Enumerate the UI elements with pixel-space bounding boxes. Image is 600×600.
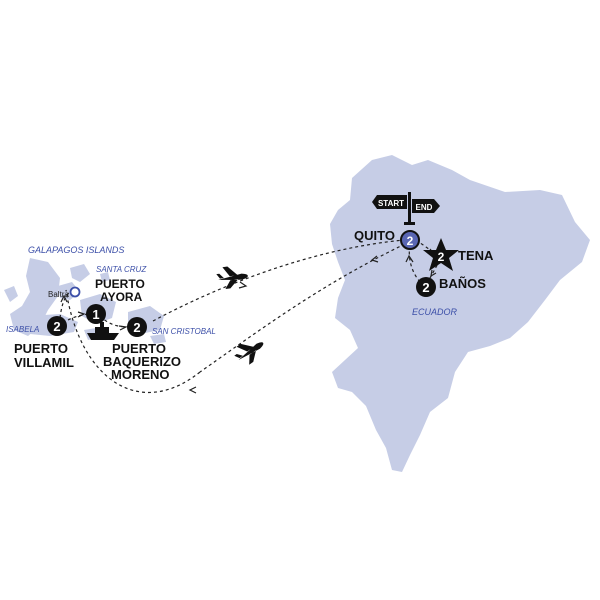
san-cristobal-label: SAN CRISTOBAL [152, 327, 216, 336]
tena-label: TENA [458, 248, 494, 263]
boat-icon [87, 322, 119, 340]
end-label: END [416, 203, 433, 212]
espanola-island [150, 334, 166, 344]
boat-chimney [100, 322, 104, 327]
nights-quito: 2 [407, 234, 414, 248]
signpost-icon: START END [372, 192, 440, 225]
plane-icon [216, 266, 248, 290]
ayora-label-1: PUERTO [95, 277, 145, 291]
villamil-label-2: VILLAMIL [14, 355, 74, 370]
arrow-banos [430, 269, 437, 278]
start-sign [372, 195, 407, 209]
end-sign [412, 199, 440, 213]
quito-label: QUITO [354, 228, 395, 243]
baltra-island [70, 264, 90, 282]
start-label: START [378, 199, 404, 208]
galapagos-label: GALAPAGOS ISLANDS [28, 245, 124, 255]
arrow-baltra [60, 294, 68, 303]
flight-route-return-2 [65, 289, 201, 393]
plane-body [234, 342, 264, 365]
fernandina-island [4, 286, 18, 302]
banos-label: BAÑOS [439, 276, 486, 291]
arrow-return-quito [370, 255, 379, 263]
nights-tena: 2 [438, 250, 445, 264]
nights-badge-baquerizo [127, 317, 147, 337]
arrow-baquerizo [118, 325, 128, 331]
boat-cabin [95, 327, 109, 333]
baquerizo-label-2: BAQUERIZO [103, 354, 181, 369]
star-icon [423, 238, 459, 271]
nights-ayora: 1 [92, 307, 99, 322]
nights-badge-banos [416, 277, 436, 297]
nights-banos: 2 [422, 280, 429, 295]
baquerizo-label-1: PUERTO [112, 341, 166, 356]
nights-badge-villamil [47, 316, 67, 336]
nights-baquerizo: 2 [133, 320, 140, 335]
genovesa-island [100, 272, 110, 282]
isabela-label: ISABELA [6, 325, 39, 334]
quito-marker [400, 230, 420, 250]
arrow-quito-up [405, 254, 414, 263]
plane-icon [234, 342, 264, 365]
nights-villamil: 2 [53, 319, 60, 334]
santa-cruz-label: SANTA CRUZ [96, 265, 147, 274]
boat-hull [87, 333, 119, 340]
signpost-pole [408, 192, 411, 224]
isabela-island [10, 258, 60, 336]
baltra-label: Baltra [48, 290, 69, 299]
nights-badge-ayora [86, 304, 106, 324]
plane-body [216, 266, 248, 290]
ayora-label-2: AYORA [100, 290, 143, 304]
arrow-return [188, 386, 197, 394]
signpost-base [404, 222, 415, 225]
ecuador-label: ECUADOR [412, 307, 458, 317]
villamil-label-1: PUERTO [14, 341, 68, 356]
baquerizo-label-3: MORENO [111, 367, 170, 382]
ecuador-landmass [330, 155, 590, 472]
arrow-out [238, 281, 248, 289]
flight-route-out [152, 239, 405, 322]
baltra-marker [69, 286, 81, 298]
arrow-ayora [77, 311, 86, 318]
flight-route-return [199, 243, 406, 373]
